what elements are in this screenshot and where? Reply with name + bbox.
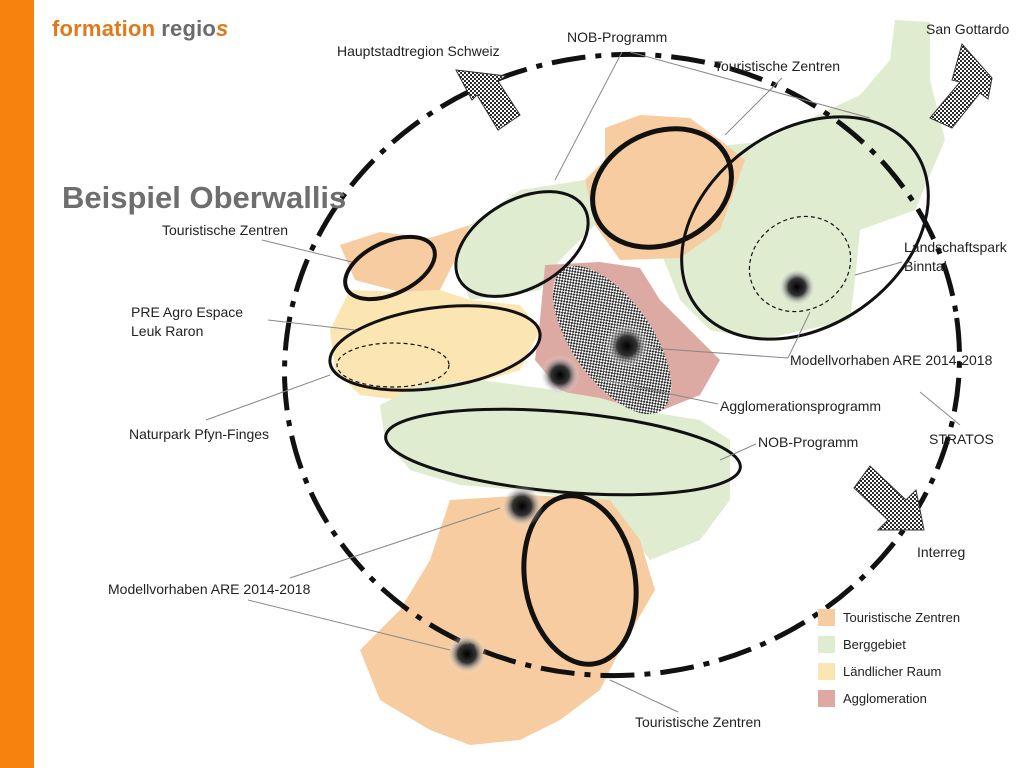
label-modellvorhaben-left: Modellvorhaben ARE 2014-2018 <box>108 581 311 597</box>
modellvorhaben-dot-brig <box>540 355 580 395</box>
legend-swatch <box>818 663 835 680</box>
legend-item-touristische-zentren: Touristische Zentren <box>818 604 960 631</box>
label-nob-top: NOB-Programm <box>567 29 668 45</box>
leader-lines <box>205 51 961 713</box>
legend-label: Touristische Zentren <box>843 610 961 625</box>
arrow-interreg-icon <box>853 465 925 531</box>
legend-swatch <box>818 690 835 707</box>
legend-label: Agglomeration <box>843 691 927 706</box>
legend-label: Berggebiet <box>843 637 906 652</box>
stratos-outer-ellipse <box>282 51 962 679</box>
label-landschaftspark-line1: Landschaftspark <box>904 239 1007 255</box>
ellipse-nob-top <box>454 190 590 298</box>
region-rural <box>330 290 540 400</box>
label-pre-agro-line1: PRE Agro Espace <box>131 304 244 320</box>
region-touristic-south <box>360 495 655 745</box>
modellvorhaben-dot-south <box>447 634 487 674</box>
label-stratos: STRATOS <box>929 431 994 447</box>
map-legend: Touristische Zentren Berggebiet Ländlich… <box>818 604 960 712</box>
legend-label: Ländlicher Raum <box>843 664 942 679</box>
region-berggebiet-west <box>455 180 595 300</box>
legend-item-agglomeration: Agglomeration <box>818 685 960 712</box>
modellvorhaben-dot-binntal <box>778 268 816 306</box>
ellipse-touristic-west <box>343 234 437 302</box>
legend-item-berggebiet: Berggebiet <box>818 631 960 658</box>
ellipse-landschaftspark <box>680 115 930 341</box>
label-san-gottardo: San Gottardo <box>926 21 1010 37</box>
label-landschaftspark: Landschaftspark Binntal <box>904 238 1007 276</box>
label-nob-mid: NOB-Programm <box>758 434 859 450</box>
ellipse-binntal-dashed <box>748 215 852 313</box>
label-touristische-left: Touristische Zentren <box>162 222 289 238</box>
ellipse-pre-agro <box>328 304 542 392</box>
label-naturpark: Naturpark Pfyn-Finges <box>129 426 270 442</box>
label-landschaftspark-line2: Binntal <box>904 258 947 274</box>
ellipse-touristic-top <box>590 126 734 250</box>
arrow-san-gottardo-icon <box>929 42 993 129</box>
label-pre-agro: PRE Agro Espace Leuk Raron <box>131 303 243 341</box>
logo-part-s: s <box>216 16 229 41</box>
arrow-hauptstadtregion-icon <box>455 69 521 131</box>
label-interreg: Interreg <box>917 544 966 560</box>
orange-sidebar <box>0 0 34 768</box>
label-pre-agro-line2: Leuk Raron <box>131 323 204 339</box>
label-touristische-top: Touristische Zentren <box>714 58 841 74</box>
legend-item-laendlicher-raum: Ländlicher Raum <box>818 658 960 685</box>
page-title: Beispiel Oberwallis <box>62 180 347 215</box>
ellipse-naturpark-dashed <box>336 342 450 388</box>
logo-part-formation: formation <box>52 16 156 41</box>
modellvorhaben-dot-valley <box>501 485 543 527</box>
label-touristische-bottom: Touristische Zentren <box>635 714 762 730</box>
label-modellvorhaben-right: Modellvorhaben ARE 2014-2018 <box>790 352 993 368</box>
label-hauptstadtregion: Hauptstadtregion Schweiz <box>337 43 500 59</box>
label-agglomerationsprogramm: Agglomerationsprogramm <box>720 398 882 414</box>
ellipse-nob-valley <box>384 407 742 497</box>
region-berggebiet-goms <box>660 20 945 340</box>
legend-swatch <box>818 636 835 653</box>
legend-swatch <box>818 609 835 626</box>
region-touristic-west <box>340 225 470 292</box>
modellvorhaben-dot-visp <box>605 324 649 368</box>
ellipse-touristic-south <box>521 493 639 667</box>
region-berggebiet-valley <box>380 380 730 560</box>
logo-part-regio: regio <box>161 16 217 41</box>
